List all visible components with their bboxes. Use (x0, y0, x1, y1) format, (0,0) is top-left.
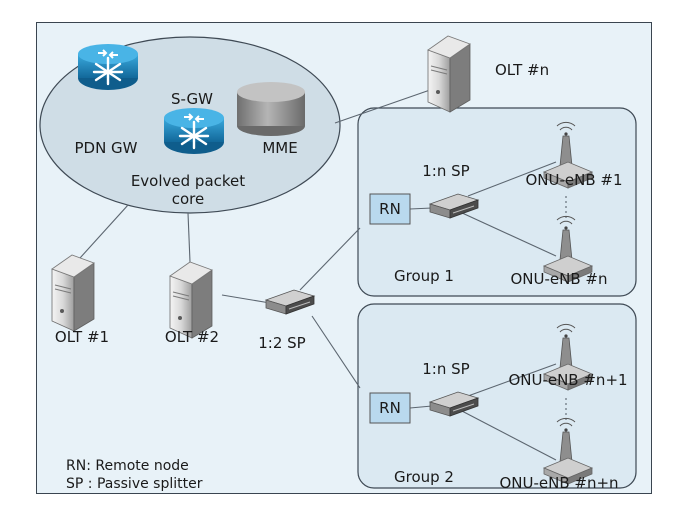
s-gw-router-icon (162, 106, 226, 156)
link-rn2-sp2 (409, 405, 433, 409)
mme-label: MME (262, 139, 297, 157)
group-2-rn-label: RN (379, 399, 401, 417)
link-sp2-onu1 (467, 363, 557, 397)
group-2-rn-box (369, 392, 411, 424)
link-olt2-sp (221, 294, 271, 304)
group-1-rn-label: RN (379, 200, 401, 218)
link-sp2-onun (459, 409, 557, 461)
olt-2-label: OLT #2 (165, 328, 219, 346)
group-2-sp-label: 1:n SP (422, 360, 469, 378)
main-splitter-label: 1:2 SP (258, 334, 305, 352)
s-gw-label: S-GW (171, 90, 213, 108)
olt-n-server-icon (427, 35, 471, 113)
core-label-line2: core (172, 190, 205, 208)
link-sp-group1 (299, 227, 361, 291)
pdn-gw-label: PDN GW (74, 139, 137, 157)
olt-n-label: OLT #n (495, 61, 549, 79)
olt-1-server-icon (51, 254, 95, 332)
link-sp-group2 (311, 315, 361, 389)
link-core-oltn (334, 89, 431, 124)
legend-rn: RN: Remote node (66, 458, 189, 474)
mme-database-icon (237, 82, 305, 136)
legend-sp: SP : Passive splitter (66, 476, 203, 492)
group-2-onu-top-label: ONU-eNB #n+1 (508, 371, 627, 389)
link-rn1-sp1 (409, 207, 433, 210)
group-2-name: Group 2 (394, 468, 454, 486)
link-core-olt1 (79, 204, 129, 259)
olt-1-label: OLT #1 (55, 328, 109, 346)
link-core-olt2 (187, 212, 191, 263)
olt-2-server-icon (169, 261, 213, 339)
link-sp1-onu1 (467, 161, 557, 197)
link-sp1-onun (459, 211, 557, 257)
main-splitter-icon (265, 289, 315, 315)
group-1-onu-bottom-label: ONU-eNB #n (510, 270, 607, 288)
group-1-name: Group 1 (394, 267, 454, 285)
group-1-onu-top-label: ONU-eNB #1 (525, 171, 622, 189)
group-2-onu-bottom-label: ONU-eNB #n+n (499, 474, 618, 492)
pdn-gw-router-icon (76, 42, 140, 92)
core-label-line1: Evolved packet (131, 172, 245, 190)
group-1-sp-label: 1:n SP (422, 162, 469, 180)
group-1-rn-box (369, 193, 411, 225)
